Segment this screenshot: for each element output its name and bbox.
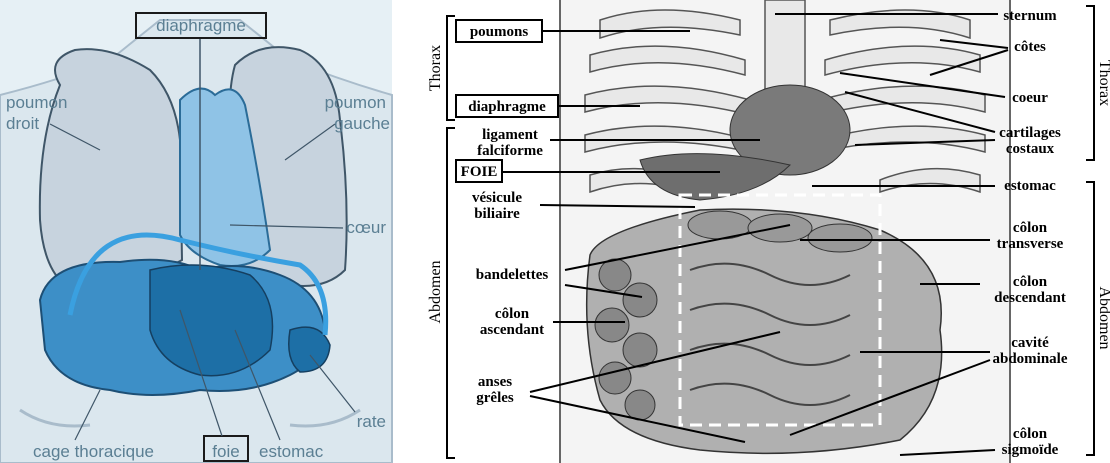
sigmoid-label-2: sigmoïde	[1002, 442, 1059, 458]
desc-colon-label-2: descendant	[994, 290, 1066, 306]
left-lung-label-2: gauche	[334, 114, 390, 133]
abdomen-left-bracket	[447, 128, 455, 458]
trans-colon-label-2: transverse	[997, 236, 1064, 252]
abdomen-right-label: Abdomen	[1096, 286, 1110, 349]
stomach-label-r: estomac	[1004, 178, 1056, 194]
cavity-label-2: abdominale	[992, 351, 1067, 367]
thorax-left-label: Thorax	[427, 45, 444, 91]
small-int-label-1: anses	[478, 374, 512, 390]
left-lung-label-1: poumon	[325, 93, 386, 112]
asc-colon-label-2: ascendant	[480, 322, 544, 338]
heart-label-r: coeur	[1012, 90, 1048, 106]
right-lung-label-1: poumon	[6, 93, 67, 112]
cartilage-label-2: costaux	[1006, 141, 1055, 157]
diaphragm-label: diaphragme	[156, 16, 246, 35]
right-illustration: Thorax Abdomen Thorax Abdomen poumons di…	[427, 0, 1110, 463]
right-lung	[40, 49, 182, 295]
sigmoid-label-1: côlon	[1013, 426, 1048, 442]
liver-label: foie	[212, 442, 239, 461]
desc-colon-label-1: côlon	[1013, 274, 1048, 290]
spleen-label: rate	[357, 412, 386, 431]
gallbladder-label-2: biliaire	[474, 206, 520, 222]
thorax-right-label: Thorax	[1096, 60, 1110, 106]
small-int-label-2: grêles	[476, 390, 514, 406]
abdomen-left-label: Abdomen	[427, 260, 444, 323]
thorax-left-bracket	[447, 16, 455, 120]
stomach-shape	[150, 265, 273, 376]
liver-label-r: FOIE	[461, 164, 498, 180]
falciform-label-2: falciforme	[477, 143, 543, 159]
falciform-label-1: ligament	[482, 127, 538, 143]
thorax-right-bracket	[1086, 6, 1094, 160]
cartilage-label-1: cartilages	[999, 125, 1061, 141]
ribs-label: côtes	[1014, 39, 1046, 55]
abdomen-right-bracket	[1086, 182, 1094, 455]
stomach-label: estomac	[259, 442, 324, 461]
lungs-label: poumons	[470, 24, 529, 40]
right-lung-label-2: droit	[6, 114, 39, 133]
heart-label: cœur	[346, 218, 386, 237]
cavity-label-1: cavité	[1011, 335, 1049, 351]
bands-label: bandelettes	[476, 267, 549, 283]
sternum-label: sternum	[1003, 8, 1057, 24]
left-illustration: diaphragme poumon droit poumon gauche cœ…	[0, 0, 392, 463]
rib-cage-label: cage thoracique	[33, 442, 154, 461]
trans-colon-label-1: côlon	[1013, 220, 1048, 236]
diaphragm-label-r: diaphragme	[468, 99, 546, 115]
asc-colon-label-1: côlon	[495, 306, 530, 322]
gallbladder-label-1: vésicule	[472, 190, 522, 206]
